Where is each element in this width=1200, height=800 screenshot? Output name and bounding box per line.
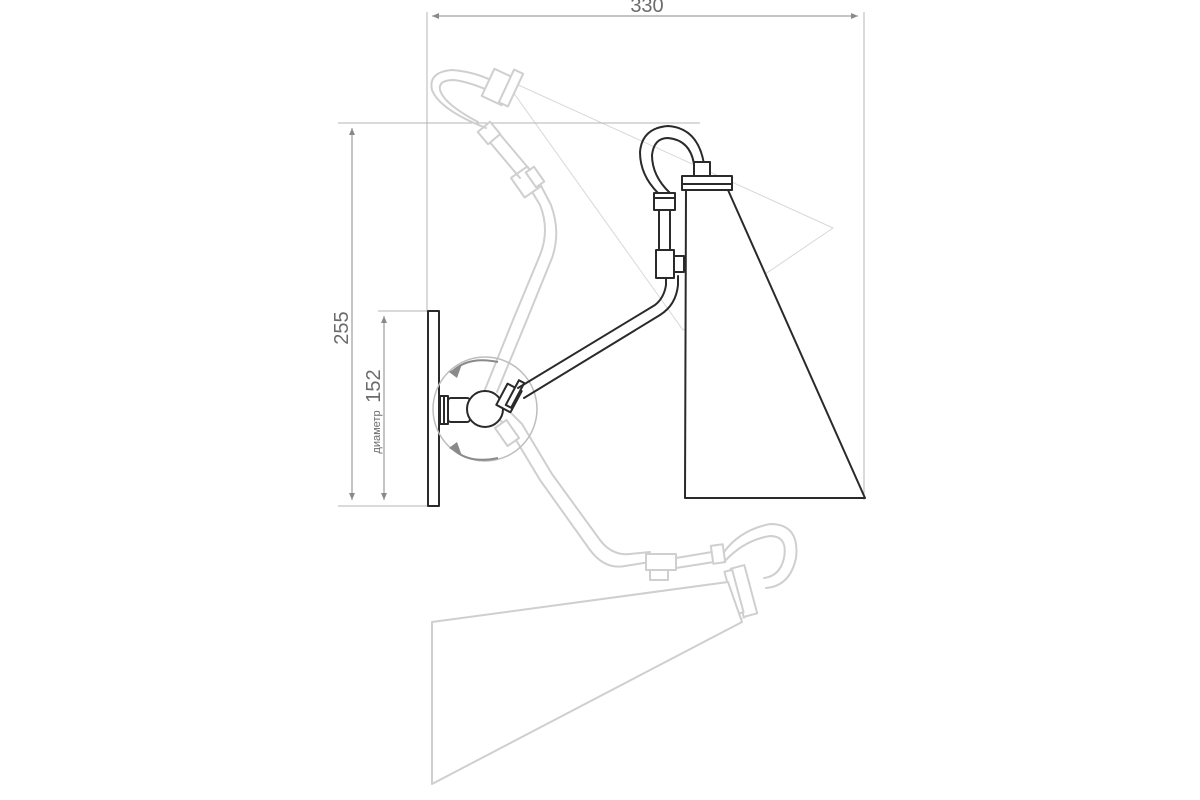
ghost-lamp-lower	[431, 413, 798, 785]
swivel-joint	[439, 379, 526, 428]
rotation-indicator	[432, 356, 538, 462]
height-dimension-label: 255	[331, 311, 353, 344]
height-dimension: 255	[331, 122, 700, 507]
width-dimension-label: 330	[630, 0, 663, 17]
width-dimension: 330	[426, 0, 865, 500]
lamp-shade	[684, 189, 866, 499]
base-diameter-label: диаметр	[371, 410, 383, 453]
ghost-lamp-upper	[430, 67, 558, 393]
main-arm	[517, 125, 733, 399]
base-diameter-dimension: 152 диаметр	[363, 310, 428, 500]
base-diameter-value: 152	[363, 369, 385, 402]
